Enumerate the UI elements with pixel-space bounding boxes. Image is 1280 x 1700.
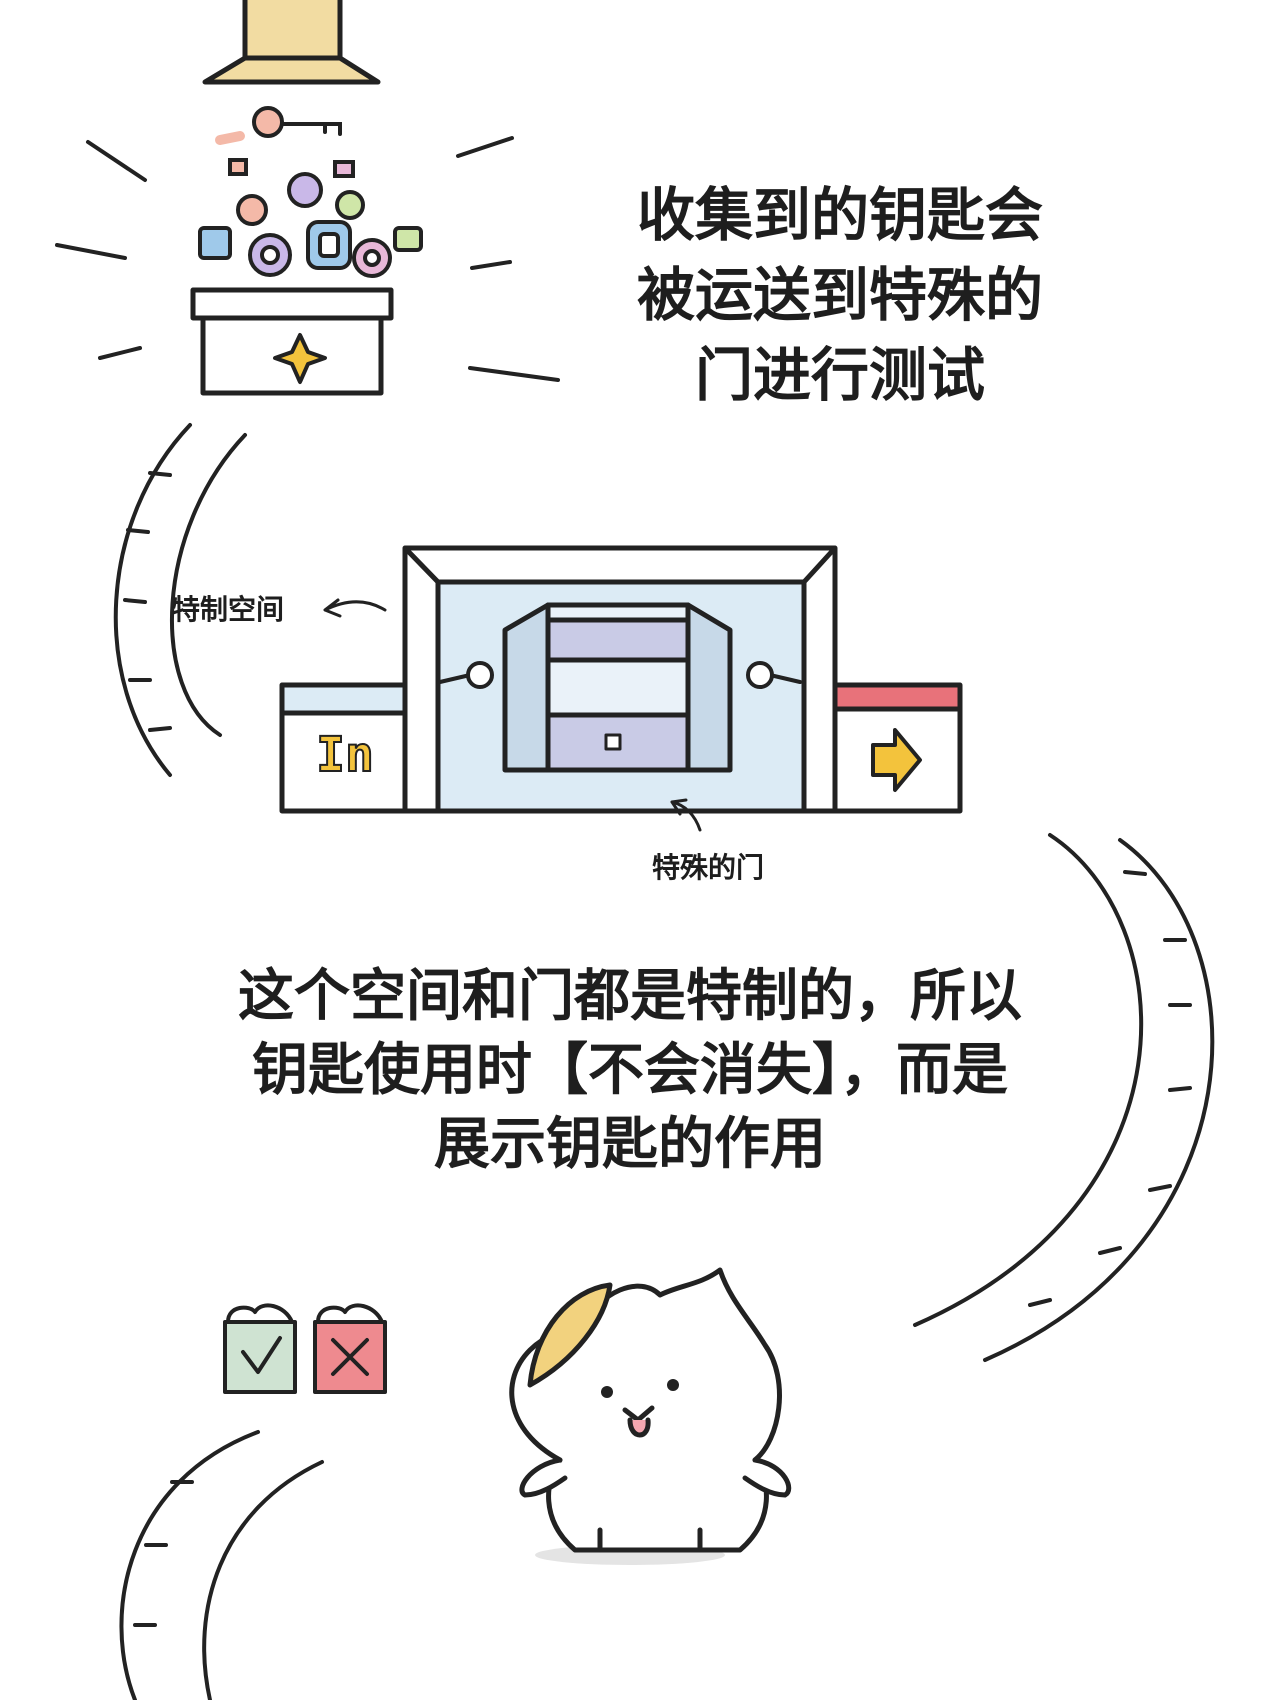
- cross-icon: [313, 1303, 387, 1394]
- caption-top-line-2: 被运送到特殊的: [636, 261, 1043, 329]
- caption-top-line-3: 门进行测试: [694, 341, 985, 409]
- sparkle-icon: [273, 333, 327, 384]
- label-special-space: 特制空间: [172, 593, 285, 626]
- door-label-arrow: [670, 798, 702, 832]
- special-door: [502, 602, 733, 773]
- caption-middle-line-3: 展示钥匙的作用: [434, 1112, 826, 1177]
- arrow-right-icon: [871, 728, 922, 792]
- caption-middle-line-1: 这个空间和门都是特制的，所以: [238, 964, 1022, 1029]
- key-pile: [198, 158, 423, 278]
- caption-top: 收集到的钥匙会 被运送到特殊的 门进行测试: [600, 175, 1080, 415]
- check-icon: [223, 1303, 297, 1394]
- cat-icon: [509, 1267, 792, 1565]
- label-arrow: [323, 598, 387, 618]
- sparkle-lines: [55, 136, 560, 382]
- key-icon: [215, 106, 342, 145]
- motion-arc-left: [113, 423, 247, 777]
- caption-middle: 这个空间和门都是特制的，所以 钥匙使用时【不会消失】，而是 展示钥匙的作用: [190, 960, 1070, 1182]
- wrench-icon: [438, 661, 802, 689]
- entrance-sign: In: [315, 726, 375, 784]
- motion-arc-right: [913, 833, 1215, 1362]
- entrance-block: [279, 682, 415, 814]
- label-special-door: 特殊的门: [652, 851, 765, 884]
- motion-arc-bottom: [119, 1430, 324, 1700]
- caption-middle-line-2: 钥匙使用时【不会消失】，而是: [252, 1038, 1008, 1103]
- chute: [202, 0, 381, 85]
- caption-top-line-1: 收集到的钥匙会: [636, 181, 1043, 249]
- key-box: [190, 287, 394, 396]
